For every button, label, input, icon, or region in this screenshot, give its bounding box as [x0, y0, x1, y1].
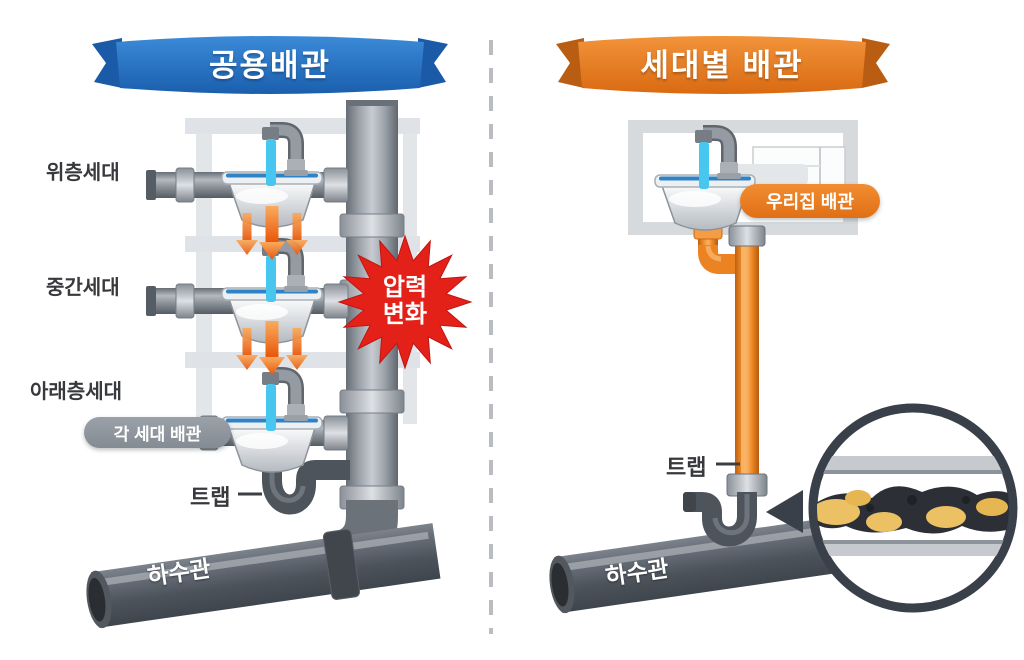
- unit-pipe-pill: 각 세대 배관: [84, 417, 231, 448]
- pressure-flow-arrows-upper-icon: [236, 206, 308, 260]
- right-banner-ribbon-icon: [556, 36, 890, 94]
- left-banner-title: 공용배관: [208, 48, 332, 83]
- pressure-change-starburst-icon: [337, 234, 473, 370]
- pressure-badge-line2: 변화: [382, 301, 428, 329]
- label-middle-floor-unit: 중간세대: [46, 277, 120, 299]
- clogged-pipe-detail: [817, 456, 1009, 556]
- label-lower-floor-unit: 아래층세대: [30, 381, 122, 403]
- clogged-pipe-magnifier-icon: [766, 403, 1018, 613]
- right-p-trap-icon: [683, 492, 757, 547]
- label-upper-floor-unit: 위층세대: [46, 162, 120, 184]
- home-sink-icon: [655, 130, 755, 230]
- label-right-trap: 트랩: [666, 455, 707, 480]
- lower-floor-sink-icon: [222, 372, 322, 472]
- left-banner-ribbon-icon: [92, 36, 448, 94]
- pressure-badge-line1: 압력: [382, 274, 428, 301]
- label-left-trap: 트랩: [190, 485, 231, 510]
- left-sewer-pipe-icon: [86, 523, 441, 629]
- right-banner-title: 세대별 배관: [640, 48, 804, 83]
- pressure-change-badge: 압력 변화: [357, 274, 453, 328]
- pressure-flow-arrows-lower-icon: [236, 321, 308, 375]
- my-home-pipe-pill: 우리집 배관: [740, 184, 880, 218]
